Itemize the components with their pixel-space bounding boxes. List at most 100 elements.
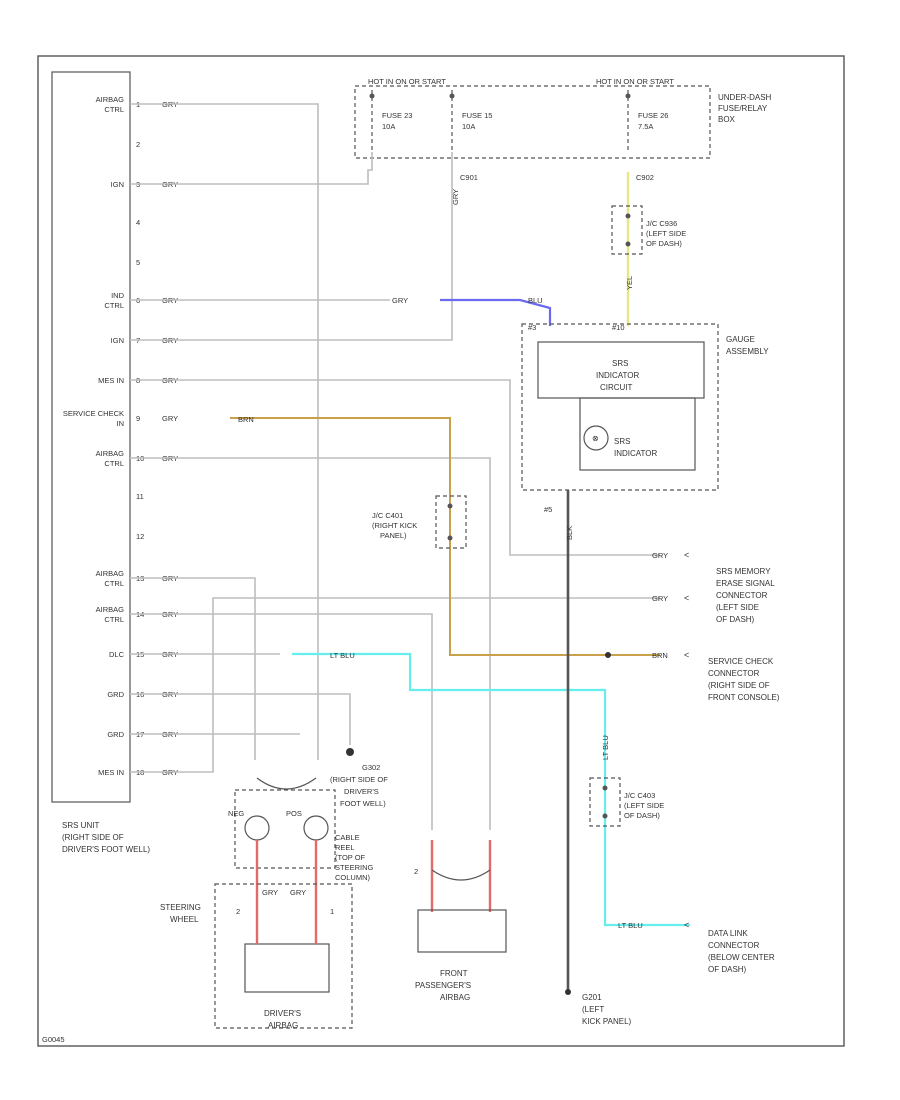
connector-c901: C901 — [460, 173, 478, 182]
cable-reel-label-4: STEERING — [335, 863, 374, 872]
driver-pin-2: 2 — [236, 907, 240, 916]
wire-label-gry-fuse: GRY — [451, 189, 460, 205]
srs-pin-number: 5 — [136, 258, 140, 267]
service-connector-label-4: FRONT CONSOLE) — [708, 693, 780, 702]
wire-label-blu: BLU — [528, 296, 543, 305]
jc-c403: J/C C403 (LEFT SIDE OF DASH) — [589, 777, 664, 827]
srs-pin-label: CTRL — [104, 615, 124, 624]
cable-reel-label-1: CABLE — [335, 833, 360, 842]
memory-connector-label-1: SRS MEMORY — [716, 567, 771, 576]
passenger-pin-2: 2 — [414, 867, 418, 876]
srs-circuit-label-3: CIRCUIT — [600, 383, 633, 392]
srs-pin-label: GRD — [107, 690, 124, 699]
srs-pin-number: 4 — [136, 218, 140, 227]
dlc-symbol: < — [684, 920, 689, 930]
memory-connector-label-2: ERASE SIGNAL — [716, 579, 775, 588]
jc-c401-label-3: PANEL) — [380, 531, 407, 540]
srs-pin-number: 11 — [136, 492, 144, 501]
srs-pin-number: 9 — [136, 414, 140, 423]
srs-circuit-label-2: INDICATOR — [596, 371, 639, 380]
srs-pin-label: IN — [117, 419, 125, 428]
gauge-pin-left: #3 — [528, 323, 536, 332]
g302-label-3: DRIVER'S — [344, 787, 379, 796]
cable-reel-pos-icon — [303, 815, 329, 841]
fuse-15-name: FUSE 15 — [462, 111, 492, 120]
driver-wire-label-right: GRY — [290, 888, 306, 897]
srs-pin-label: CTRL — [104, 459, 124, 468]
srs-indicator-lamp-icon — [583, 425, 609, 451]
g302-label-4: FOOT WELL) — [340, 799, 386, 808]
g201-label-2: (LEFT — [582, 1005, 604, 1014]
fuse-box-header-right: HOT IN ON OR START — [596, 77, 674, 86]
fuse-box-caption-2: FUSE/RELAY — [718, 104, 768, 113]
srs-pin-label: AIRBAG — [96, 95, 125, 104]
driver-airbag-label-2: AIRBAG — [268, 1021, 298, 1030]
wire-label-brn: BRN — [238, 415, 254, 424]
pos-label: POS — [286, 809, 302, 818]
srs-pin-label: MES IN — [98, 376, 124, 385]
srs-indicator-label-2: INDICATOR — [614, 449, 657, 458]
g201-label-3: KICK PANEL) — [582, 1017, 632, 1026]
jc-c936-label-2: (LEFT SIDE — [646, 229, 686, 238]
srs-pin-label: IGN — [111, 180, 124, 189]
fuse-box-caption-3: BOX — [718, 115, 736, 124]
dlc-label-2: CONNECTOR — [708, 941, 760, 950]
srs-unit-caption-2: (RIGHT SIDE OF — [62, 833, 124, 842]
srs-pin-label: IND — [111, 291, 125, 300]
passenger-airbag-label-1: FRONT — [440, 969, 468, 978]
memory-connector-label-5: OF DASH) — [716, 615, 755, 624]
passenger-airbag-label-3: AIRBAG — [440, 993, 470, 1002]
srs-pin-label: AIRBAG — [96, 605, 125, 614]
fuse-26-rating: 7.5A — [638, 122, 653, 131]
wire-label-lt-blu-vert: LT BLU — [601, 735, 610, 760]
srs-pin-number: 12 — [136, 532, 144, 541]
service-connector-label-1: SERVICE CHECK — [708, 657, 774, 666]
wire-brn — [230, 417, 660, 656]
srs-pin-label: IGN — [111, 336, 124, 345]
wire-label-lt-blu: LT BLU — [330, 651, 355, 660]
diagram-frame — [37, 55, 845, 1047]
wire-label-brn-service: BRN — [652, 651, 668, 660]
steering-wheel-label-2: WHEEL — [170, 915, 199, 924]
cable-reel-neg-icon — [244, 815, 270, 841]
srs-pin-label: CTRL — [104, 105, 124, 114]
driver-airbag-label-1: DRIVER'S — [264, 1009, 301, 1018]
cable-reel: NEG POS CABLE REEL (TOP OF STEERING COLU… — [228, 777, 374, 882]
memory-connector-symbol: < — [684, 550, 689, 560]
jc-c936: J/C C936 (LEFT SIDE OF DASH) — [611, 205, 686, 255]
srs-pin-label: GRD — [107, 730, 124, 739]
jc-c403-label-3: OF DASH) — [624, 811, 660, 820]
srs-unit-caption-3: DRIVER'S FOOT WELL) — [62, 845, 150, 854]
wire-blu — [440, 298, 552, 326]
g201-label-1: G201 — [582, 993, 602, 1002]
srs-pin-label: CTRL — [104, 579, 124, 588]
fuse-23-rating: 10A — [382, 122, 395, 131]
driver-airbag: GRY GRY 2 1 STEERING WHEEL DRIVER'S AIRB… — [160, 883, 353, 1030]
wire-label-lt-blu-2: LT BLU — [618, 921, 643, 930]
cable-reel-label-3: (TOP OF — [335, 853, 366, 862]
fuse-box-header-left: HOT IN ON OR START — [368, 77, 446, 86]
fuse-26-name: FUSE 26 — [638, 111, 668, 120]
driver-pin-1: 1 — [330, 907, 334, 916]
wire-label-blk: BLK — [565, 526, 574, 540]
gauge-caption-1: GAUGE — [726, 335, 755, 344]
memory-connector-symbol-2: < — [684, 593, 689, 603]
figure-id: G0045 — [42, 1035, 65, 1044]
fuse-15-rating: 10A — [462, 122, 475, 131]
gauge-pin-right: #10 — [612, 323, 625, 332]
jc-c401-label-2: (RIGHT KICK — [372, 521, 417, 530]
srs-pin-label: AIRBAG — [96, 449, 125, 458]
neg-label: NEG — [228, 809, 244, 818]
wire-lt-blu — [292, 652, 690, 927]
srs-pin-label: SERVICE CHECK — [63, 409, 124, 418]
jc-c401: J/C C401 (RIGHT KICK PANEL) — [372, 495, 467, 549]
wire-label-gry-memory: GRY — [652, 551, 668, 560]
gauge-ground-pin: #5 — [544, 505, 552, 514]
fuse-23-name: FUSE 23 — [382, 111, 412, 120]
jc-c936-label-3: OF DASH) — [646, 239, 682, 248]
srs-pin-number: 2 — [136, 140, 140, 149]
jc-c403-label-2: (LEFT SIDE — [624, 801, 664, 810]
service-connector-symbol: < — [684, 650, 689, 660]
